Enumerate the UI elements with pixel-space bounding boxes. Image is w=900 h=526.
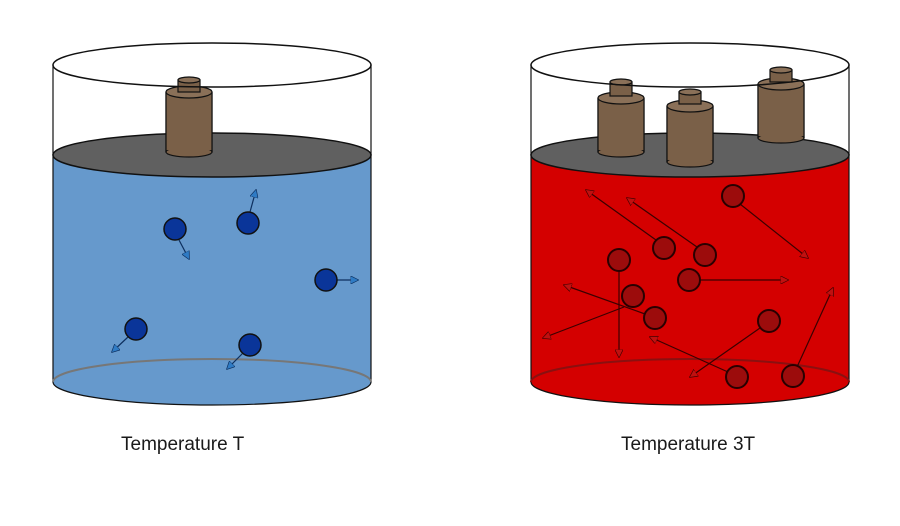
caption-high-temp: Temperature 3T (621, 434, 756, 455)
molecule (314, 268, 358, 292)
molecule (652, 236, 676, 260)
molecules-blue (112, 190, 358, 369)
molecule (621, 284, 645, 308)
molecule (163, 217, 189, 259)
molecule (112, 317, 148, 352)
molecule (721, 184, 745, 208)
molecule-dots (607, 184, 805, 389)
weight (757, 66, 805, 144)
cylinder-low-temp (52, 42, 372, 406)
molecule (607, 248, 631, 272)
weight (597, 78, 645, 158)
cylinder-high-temp (530, 42, 850, 406)
molecule (781, 364, 805, 388)
caption-low-temp: Temperature T (121, 434, 245, 455)
molecule (236, 190, 260, 235)
molecule (693, 243, 717, 267)
cylinder-bottom-back-edge (530, 358, 850, 383)
molecule (677, 268, 701, 292)
molecule (643, 306, 667, 330)
cylinder-top-rim (52, 42, 372, 88)
cylinder-top-rim (530, 42, 850, 88)
cylinder-bottom-back-edge (52, 358, 372, 383)
molecule (757, 309, 781, 333)
gas-volume-blue (52, 154, 372, 406)
molecule (725, 365, 749, 389)
weight (165, 76, 213, 158)
molecule (227, 333, 262, 369)
weight (666, 88, 714, 168)
velocity-arrows (543, 190, 833, 377)
molecules-red (543, 184, 833, 389)
